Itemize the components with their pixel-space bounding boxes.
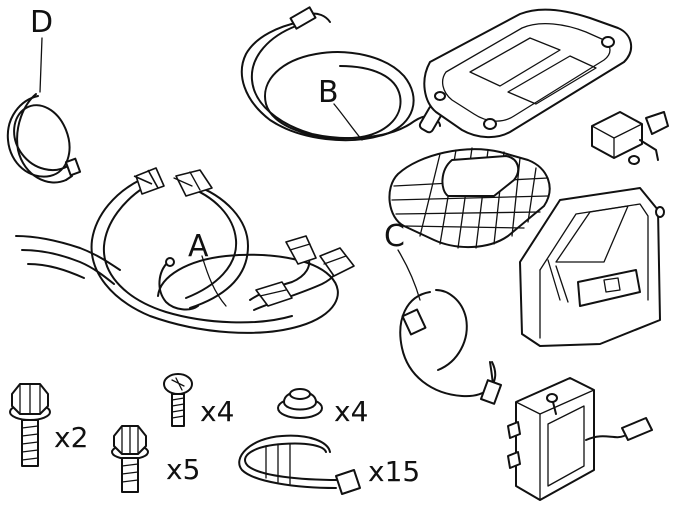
flange-bolt-medium: [111, 425, 149, 493]
mesh-grille: [388, 147, 551, 249]
cap-plug: [277, 388, 323, 419]
screw-small: [163, 373, 193, 427]
qty-screw-small: x4: [200, 395, 235, 428]
leader-b: [333, 103, 363, 141]
qty-cable-tie: x15: [368, 455, 421, 488]
label-b: B: [318, 75, 339, 110]
leader-a: [201, 255, 227, 307]
harness-c: [399, 289, 502, 405]
label-c: C: [384, 219, 405, 254]
leader-c: [397, 249, 421, 301]
qty-cap-plug: x4: [334, 395, 369, 428]
leader-d: [39, 37, 43, 93]
relay-module: [591, 111, 669, 165]
mounting-bracket: [423, 8, 633, 138]
flange-bolt-large: [9, 383, 51, 467]
sensor-bracket: [507, 377, 653, 501]
label-a: A: [188, 229, 209, 264]
label-d: D: [30, 5, 54, 40]
control-unit: [519, 187, 665, 347]
harness-b: [240, 6, 444, 142]
qty-flange-bolt-large: x2: [54, 421, 89, 454]
qty-flange-bolt-medium: x5: [166, 453, 201, 486]
harness-d: [6, 93, 82, 184]
cable-tie: [238, 434, 361, 495]
harness-a: [15, 167, 355, 334]
